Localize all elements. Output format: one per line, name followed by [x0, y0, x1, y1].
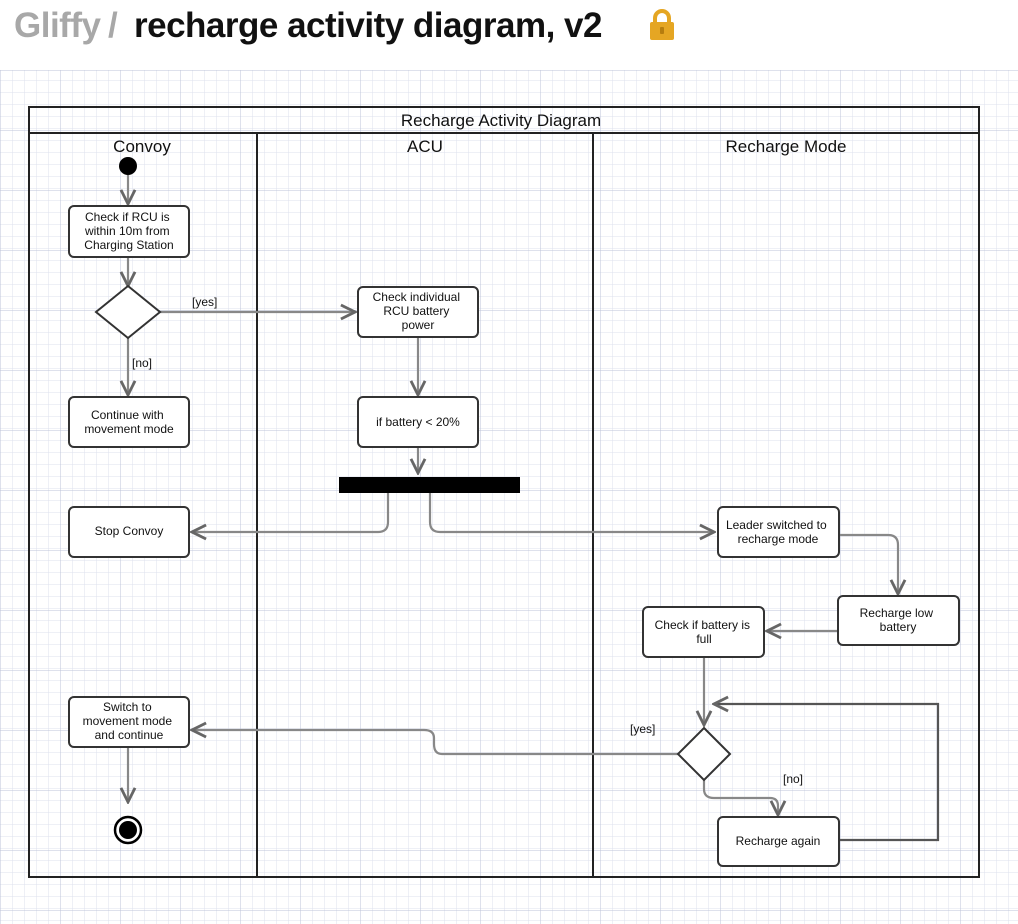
svg-text:Switch to movement mode: Switch to movement mode and continue [83, 700, 176, 742]
guard-decision2-no: [no] [783, 772, 803, 786]
diagram-title: Recharge Activity Diagram [401, 111, 601, 130]
node-battery-low-line1: if battery < 20% [376, 415, 460, 429]
svg-text:if battery < 20%: if battery < 20% [376, 415, 460, 429]
node-leader-switched-box[interactable] [717, 506, 840, 558]
flow-fork-to-leader [428, 493, 714, 532]
node-check-rcu-box[interactable] [68, 205, 190, 258]
svg-text:Stop Convoy: Stop Convoy [95, 524, 164, 538]
breadcrumb-app-link[interactable]: Gliffy [14, 6, 101, 45]
flow-leader-to-recharge-low [839, 533, 898, 594]
grid-background [0, 70, 1018, 924]
breadcrumb-separator: / [108, 6, 118, 45]
decision-battery-full[interactable] [676, 726, 732, 782]
svg-text:Recharge low battery: Recharge low battery [860, 606, 937, 634]
start-node[interactable] [119, 157, 137, 175]
node-battery-low-box[interactable] [357, 396, 479, 448]
connectors [128, 175, 940, 842]
node-switch-movement-line3: and continue [95, 728, 164, 742]
svg-text:Continue with movement mod: Continue with movement mode [84, 408, 174, 436]
guard-decision1-no: [no] [132, 356, 152, 370]
svg-text:Leader switched to recharg: Leader switched to recharge mode [726, 518, 830, 546]
node-switch-movement-line2: movement mode [83, 714, 173, 728]
node-recharge-again-box[interactable] [717, 816, 840, 867]
flow-recharge-again-loop [714, 704, 940, 842]
node-switch-movement-line1: Switch to [103, 700, 152, 714]
lane-title-recharge-mode: Recharge Mode [726, 137, 847, 156]
guard-decision2-yes: [yes] [630, 722, 655, 736]
end-node-inner [119, 821, 137, 839]
node-recharge-low-box[interactable] [837, 595, 960, 646]
node-check-rcu-line3: Charging Station [84, 238, 173, 252]
node-check-rcu-line2: within 10m from [84, 224, 170, 238]
svg-text:Recharge again: Recharge again [736, 834, 821, 848]
flow-decision2-yes [192, 730, 678, 756]
node-recharge-low-line2: battery [880, 620, 917, 634]
node-stop-convoy-box[interactable] [68, 506, 190, 558]
flow-fork-to-stop [192, 493, 390, 532]
node-continue-movement-line2: movement mode [84, 422, 174, 436]
lane-title-convoy: Convoy [113, 137, 171, 156]
node-check-rcu-line1: Check if RCU is [85, 210, 170, 224]
decision-near-station[interactable] [94, 284, 162, 340]
node-stop-convoy-line1: Stop Convoy [95, 524, 164, 538]
node-continue-movement-box[interactable] [68, 396, 190, 448]
lock-icon[interactable] [648, 9, 676, 41]
node-leader-switched-line2: recharge mode [738, 532, 819, 546]
node-leader-switched-line1: Leader switched to [726, 518, 827, 532]
node-check-full-line1: Check if battery is [655, 618, 750, 632]
node-check-battery-power-line2: RCU battery [383, 304, 449, 318]
node-check-full-box[interactable] [642, 606, 765, 658]
swimlane-frame [28, 106, 980, 878]
node-check-battery-power-line3: power [402, 318, 435, 332]
node-check-full-line2: full [696, 632, 711, 646]
svg-text:Check if battery is full: Check if battery is full [655, 618, 754, 646]
flow-decision2-no [702, 780, 778, 815]
svg-text:Check if RCU is within 10m: Check if RCU is within 10m from Charging… [84, 210, 174, 252]
svg-text:Check individual RCU batte: Check individual RCU battery power [373, 290, 464, 332]
guard-decision1-yes: [yes] [192, 295, 217, 309]
node-switch-movement-box[interactable] [68, 696, 190, 748]
node-recharge-again-line1: Recharge again [736, 834, 821, 848]
page-title: recharge activity diagram, v2 [134, 6, 602, 45]
node-check-battery-power-line1: Check individual [373, 290, 460, 304]
node-continue-movement-line1: Continue with [91, 408, 164, 422]
diagram-canvas[interactable]: Recharge Activity Diagram Convoy ACU Rec… [0, 70, 1018, 924]
activity-diagram: Recharge Activity Diagram Convoy ACU Rec… [0, 70, 1018, 924]
fork-bar[interactable] [339, 477, 520, 493]
node-check-battery-power-box[interactable] [357, 286, 479, 338]
header-bar: Gliffy / recharge activity diagram, v2 [0, 0, 1018, 70]
node-recharge-low-line1: Recharge low [860, 606, 934, 620]
lane-title-acu: ACU [407, 137, 443, 156]
